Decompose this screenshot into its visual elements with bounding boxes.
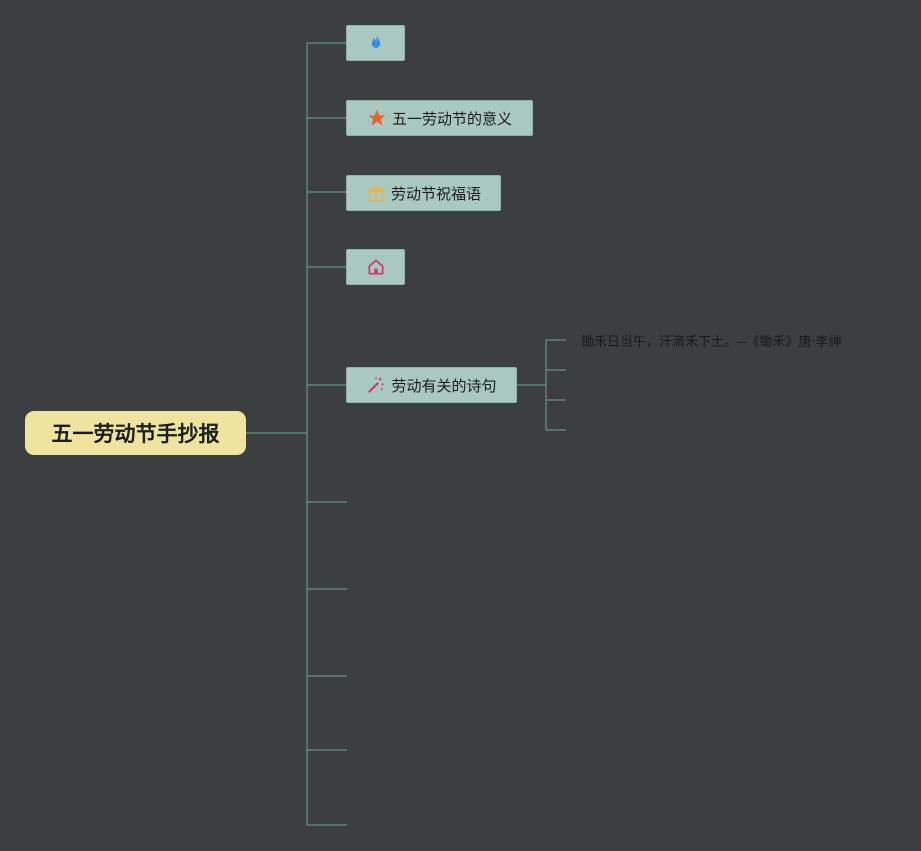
branch-topic-fire[interactable] xyxy=(346,25,405,61)
root-topic-label: 五一劳动节手抄报 xyxy=(51,422,220,446)
branch-label: 劳动节祝福语 xyxy=(390,184,481,203)
star-icon xyxy=(367,108,387,128)
magic-wand-icon xyxy=(366,375,386,395)
branch-topic-home[interactable] xyxy=(346,249,405,285)
root-topic[interactable]: 五一劳动节手抄报 xyxy=(25,411,246,455)
gift-icon xyxy=(366,183,386,203)
poem-line-leaf[interactable]: 锄禾日当午，汗滴禾下土。--《锄禾》唐·李绅 xyxy=(581,335,842,350)
branch-label: 五一劳动节的意义 xyxy=(391,109,512,128)
branch-label: 劳动有关的诗句 xyxy=(391,376,497,395)
branch-topic-greetings[interactable]: 劳动节祝福语 xyxy=(346,175,501,211)
house-icon xyxy=(366,257,386,277)
branch-topic-poems[interactable]: 劳动有关的诗句 xyxy=(346,367,517,403)
branch-topic-meaning[interactable]: 五一劳动节的意义 xyxy=(346,100,533,136)
fire-icon xyxy=(366,33,386,53)
